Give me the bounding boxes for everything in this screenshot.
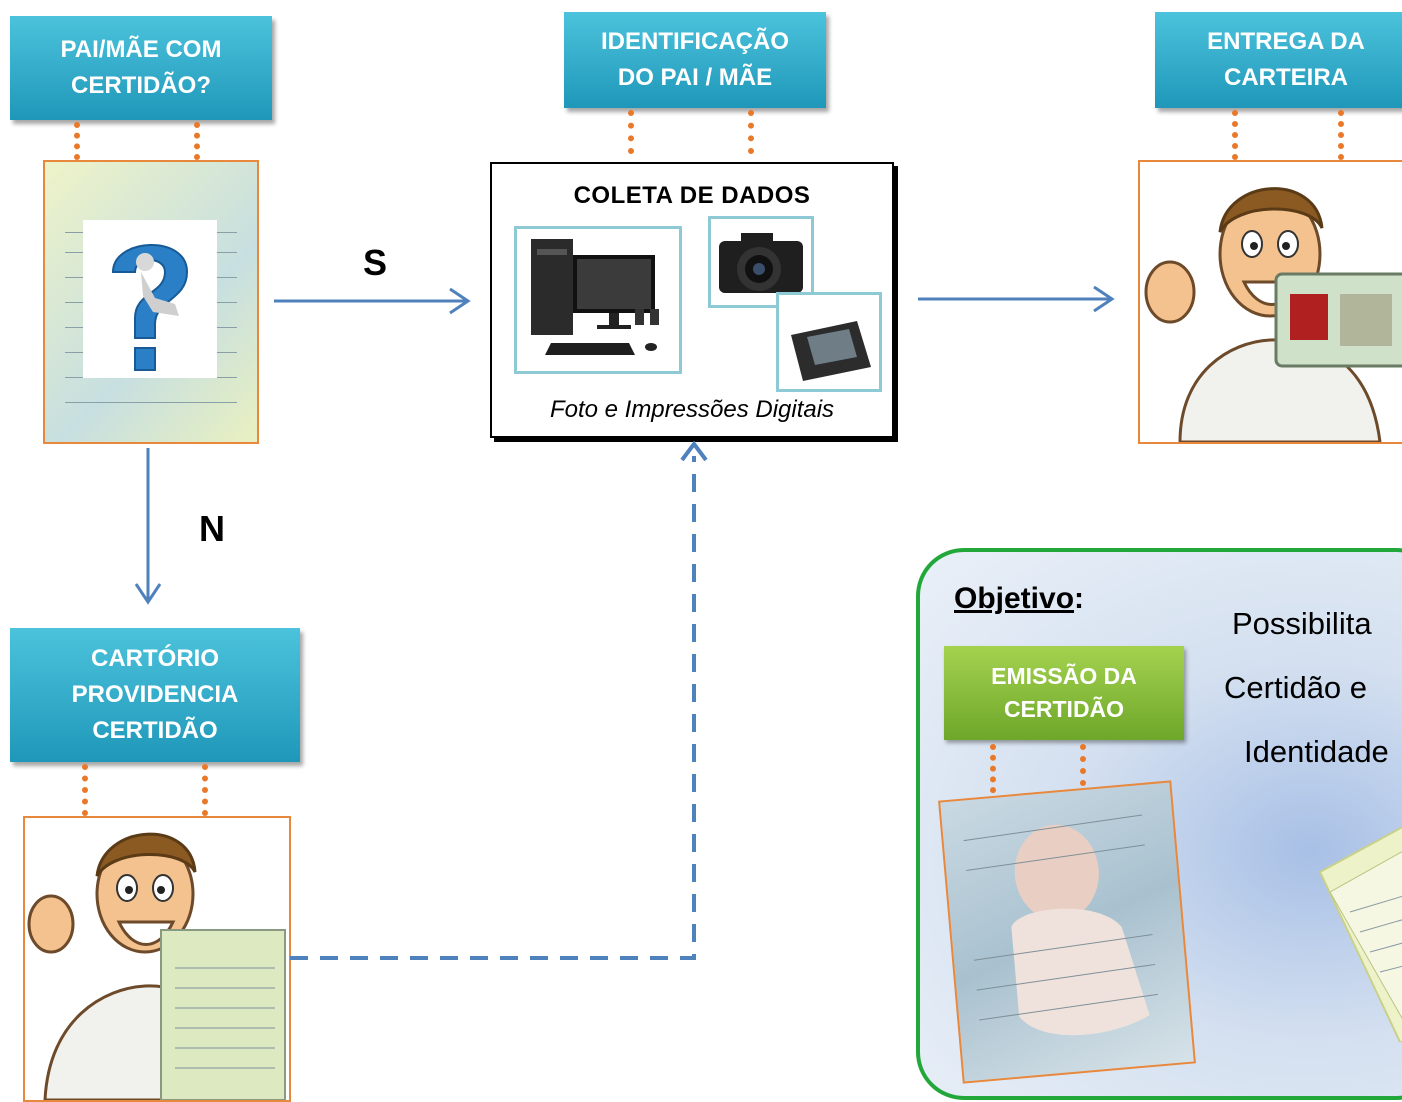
yes-label: S xyxy=(363,242,388,283)
connector-dots xyxy=(748,110,754,154)
delivery-label: ENTREGA DA CARTEIRA xyxy=(1207,28,1365,91)
connector-dots xyxy=(1338,110,1344,160)
connector-dots xyxy=(202,764,208,816)
birth-certificate-image xyxy=(43,160,259,444)
connector-dots xyxy=(990,744,996,804)
objective-line-1: Possibilita xyxy=(1232,606,1372,641)
parent-certificate-box: PAI/MÃE COM CERTIDÃO? xyxy=(10,16,272,120)
connector-dots xyxy=(74,122,80,160)
connector-dots xyxy=(1232,110,1238,160)
objective-colon: : xyxy=(1074,582,1085,615)
connector-dots xyxy=(82,764,88,816)
data-collection-panel: COLETA DE DADOS xyxy=(490,162,894,438)
identification-box: IDENTIFICAÇÃO DO PAI / MÃE xyxy=(564,12,826,108)
computer-icon xyxy=(514,226,682,374)
parent-certificate-label: PAI/MÃE COM CERTIDÃO? xyxy=(60,36,222,99)
issuance-label: EMISSÃO DA CERTIDÃO xyxy=(991,662,1137,722)
connector-dots xyxy=(628,110,634,154)
objective-heading: Objetivo: xyxy=(954,582,1084,616)
no-label: N xyxy=(199,508,225,549)
baby-certificate-image xyxy=(938,780,1196,1084)
return-dashed-arrow xyxy=(290,440,708,960)
certificate-stack-image xyxy=(1310,812,1402,1043)
delivery-arrow xyxy=(918,285,1115,313)
question-mark-figure-icon xyxy=(83,220,217,378)
data-collection-title: COLETA DE DADOS xyxy=(573,182,811,209)
issuance-box: EMISSÃO DA CERTIDÃO xyxy=(944,646,1184,740)
objective-line-2: Certidão e xyxy=(1224,670,1368,705)
objective-line-3: Identidade xyxy=(1244,734,1389,769)
delivery-box: ENTREGA DA CARTEIRA xyxy=(1155,12,1402,108)
yes-arrow xyxy=(274,287,471,315)
registry-box: CARTÓRIO PROVIDENCIA CERTIDÃO xyxy=(10,628,300,762)
no-arrow xyxy=(134,448,162,605)
man-with-id-card-image xyxy=(1138,160,1402,444)
data-collection-caption: Foto e Impressões Digitais xyxy=(549,396,835,423)
objective-label: Objetivo xyxy=(954,582,1075,615)
registry-label: CARTÓRIO PROVIDENCIA CERTIDÃO xyxy=(71,645,239,744)
connector-dots xyxy=(194,122,200,160)
connector-dots xyxy=(1080,744,1086,798)
identification-label: IDENTIFICAÇÃO DO PAI / MÃE xyxy=(601,28,789,91)
fingerprint-scanner-icon xyxy=(776,292,882,392)
man-with-certificate-image xyxy=(23,816,291,1102)
